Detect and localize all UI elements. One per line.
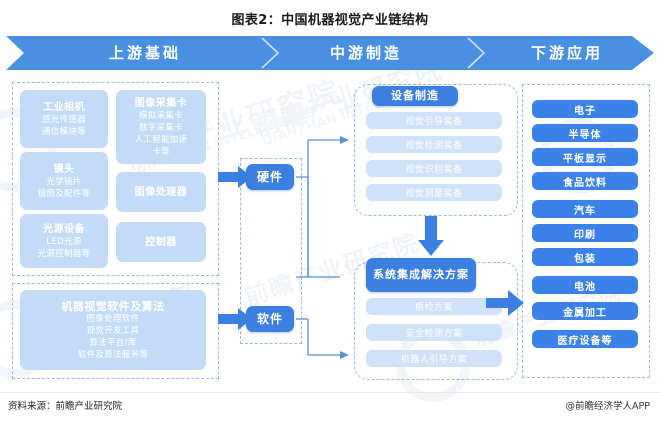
box-line: 光源控制器等 bbox=[37, 248, 91, 259]
region-upstream-software bbox=[12, 283, 219, 379]
midstream-category-hardware[interactable]: 硬件 bbox=[246, 164, 294, 190]
downstream-app-electronics: 电子 bbox=[532, 100, 638, 118]
midstream-item-visual-recognition: 视觉识别装备 bbox=[366, 160, 502, 177]
box-line: 镜筒及配件等 bbox=[37, 188, 91, 199]
region-downstream-applications bbox=[522, 84, 650, 378]
box-line: 人工智能加速 bbox=[134, 134, 188, 145]
midstream-item-quality-inspection: 质检方案 bbox=[366, 298, 502, 315]
midstream-group-title-equipment[interactable]: 设备制造 bbox=[372, 86, 458, 106]
wire-categories-to-groups bbox=[296, 139, 340, 356]
brand-note: @前瞻经济学人APP bbox=[565, 401, 650, 412]
upstream-box-controller: 控制器 bbox=[116, 222, 206, 262]
midstream-item-visual-guidance: 视觉引导装备 bbox=[366, 112, 502, 129]
upstream-box-image-processor: 图像处理器 bbox=[116, 172, 206, 212]
downstream-app-packaging: 包装 bbox=[532, 248, 638, 266]
midstream-item-visual-measurement: 视觉测量装备 bbox=[366, 184, 502, 201]
box-line: 视觉开发工具 bbox=[86, 325, 140, 336]
box-line: 光学镜片 bbox=[46, 176, 82, 187]
upstream-box-software-algorithms: 机器视觉软件及算法 图像处理软件 视觉开发工具 算法平台/库 软件及算法服务等 bbox=[20, 290, 206, 370]
downstream-app-metal-processing: 金属加工 bbox=[532, 302, 638, 320]
box-line: 软件及算法服务等 bbox=[77, 349, 149, 360]
downstream-app-automotive: 汽车 bbox=[532, 200, 638, 218]
box-title: 图像采集卡 bbox=[134, 97, 188, 109]
box-title: 镜头 bbox=[53, 163, 75, 175]
footer-divider bbox=[0, 392, 660, 393]
box-line: 模拟采集卡 bbox=[138, 110, 183, 121]
box-line: LED光源 bbox=[46, 236, 82, 247]
box-title: 控制器 bbox=[145, 236, 177, 248]
box-title: 光源设备 bbox=[43, 223, 85, 235]
downstream-app-printing: 印刷 bbox=[532, 224, 638, 242]
banner-segment-upstream: 上游基础 bbox=[108, 44, 181, 62]
source-note: 资料来源：前瞻产业研究院 bbox=[8, 401, 123, 412]
box-line: 图像处理软件 bbox=[86, 313, 140, 324]
box-line: 感光传感器 bbox=[41, 114, 86, 125]
box-title: 工业相机 bbox=[43, 101, 85, 113]
upstream-box-lens: 镜头 光学镜片 镜筒及配件等 bbox=[20, 152, 108, 210]
box-title: 机器视觉软件及算法 bbox=[61, 299, 165, 313]
box-line: 算法平台/库 bbox=[89, 337, 137, 348]
midstream-category-software[interactable]: 软件 bbox=[246, 306, 294, 332]
banner-segment-downstream: 下游应用 bbox=[530, 44, 603, 62]
midstream-item-visual-inspection: 视觉检测装备 bbox=[366, 136, 502, 153]
midstream-item-robot-guidance: 机器人引导方案 bbox=[366, 350, 502, 367]
page-title: 图表2：中国机器视觉产业链结构 bbox=[231, 13, 429, 28]
upstream-box-industrial-camera: 工业相机 感光传感器 通信模块等 bbox=[20, 90, 108, 148]
downstream-app-battery: 电池 bbox=[532, 276, 638, 294]
downstream-app-flat-panel-display: 平板显示 bbox=[532, 148, 638, 166]
box-line: 数字采集卡 bbox=[138, 122, 183, 133]
wire-arrowheads bbox=[340, 136, 349, 359]
arrow-equipment-to-integration bbox=[418, 216, 444, 256]
downstream-app-semiconductor: 半导体 bbox=[532, 124, 638, 142]
banner-segment-midstream: 中游制造 bbox=[329, 44, 402, 62]
upstream-box-light-source: 光源设备 LED光源 光源控制器等 bbox=[20, 214, 108, 268]
downstream-app-food-beverage: 食品饮料 bbox=[532, 172, 638, 190]
box-line: 卡等 bbox=[152, 146, 170, 157]
midstream-group-title-system-integration[interactable]: 系统集成解决方案 bbox=[366, 258, 476, 292]
downstream-app-medical-devices: 医疗设备等 bbox=[532, 330, 638, 348]
stage-banner bbox=[6, 36, 654, 70]
midstream-item-safety-detection: 安全检测方案 bbox=[366, 324, 502, 341]
box-title: 图像处理器 bbox=[134, 186, 188, 198]
box-line: 通信模块等 bbox=[41, 126, 86, 137]
region-equipment-manufacturing bbox=[354, 84, 518, 216]
upstream-box-frame-grabber: 图像采集卡 模拟采集卡 数字采集卡 人工智能加速 卡等 bbox=[116, 90, 206, 164]
